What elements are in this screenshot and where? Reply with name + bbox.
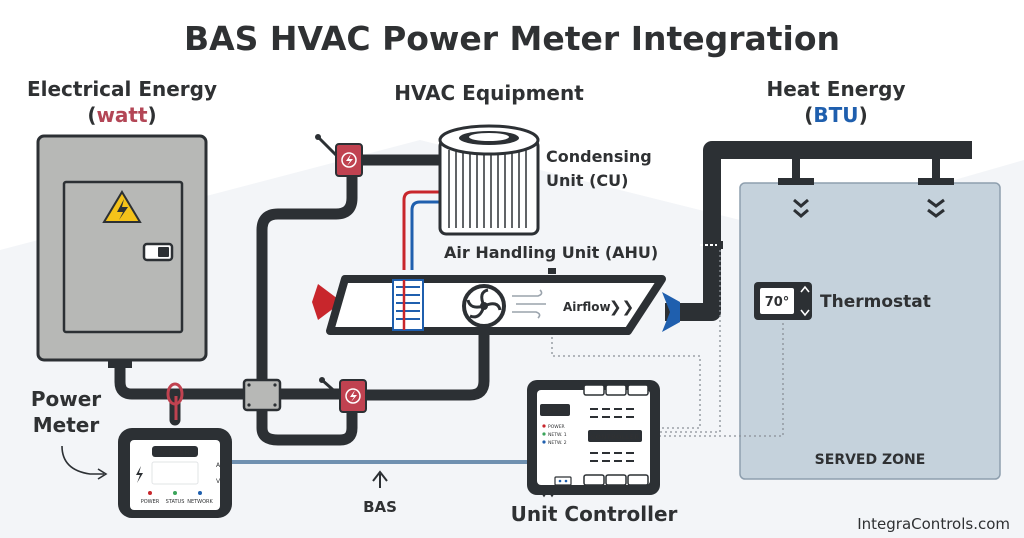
ahu-disconnect-switch [319,377,367,413]
open-paren: ( [87,103,96,127]
airflow-label: Airflow [563,300,611,314]
sensor-icon [548,268,556,274]
close-paren: ) [859,103,868,127]
led-indicator [148,491,152,495]
open-paren: ( [804,103,813,127]
meter-side-a: A [216,462,221,469]
return-arrow-icon [662,292,680,332]
served-zone-label: SERVED ZONE [815,452,926,468]
led-indicator [173,491,177,495]
condensing-unit-label-line1: Condensing [546,147,652,166]
airflow-chevrons-icon: ❯❯ [609,298,634,316]
meter-led-label: STATUS [166,499,185,505]
ahu-label: Air Handling Unit (AHU) [444,243,658,262]
brand-watermark: IntegraControls.com [857,515,1010,533]
meter-led-label: NETWORK [187,499,213,505]
electrical-energy-heading: Electrical Energy [27,77,217,101]
controller-app-label: APP. [546,407,563,415]
page-title: BAS HVAC Power Meter Integration [184,19,840,58]
thermostat: 70° [754,282,812,320]
power-bolt-icon [346,154,353,166]
close-paren: ) [148,103,157,127]
hvac-equipment-heading: HVAC Equipment [394,81,584,105]
power-bolt-icon [136,466,143,483]
meter-screen [151,461,199,485]
power-bolt-icon [350,390,357,402]
heat-energy-unit-line: (BTU) [804,103,867,127]
ceiling-diffuser [778,158,814,218]
heat-energy-heading: Heat Energy [766,77,905,101]
power-meter-label-line2: Meter [33,413,100,437]
power-meter: METER A V POWER STATUS NETWORK [118,428,232,518]
refrigerant-line-cold [410,200,440,270]
meter-led-label: POWER [141,499,160,505]
current-clamp [166,382,184,406]
bas-label: BAS [363,498,397,516]
ceiling-diffuser [918,158,954,218]
bas-arrow-icon [372,470,388,482]
heat-unit: BTU [813,103,858,127]
heat-duct [665,141,972,321]
unit-controller-title: Unit Controller [511,502,678,526]
controller-led-label: POWER [548,424,565,430]
cu-disconnect-switch [315,134,363,177]
electrical-panel [36,134,208,368]
refrigerant-line-hot [402,190,440,270]
electrical-unit: watt [96,103,148,127]
coil-icon [392,279,424,331]
supply-arrow-icon [312,284,342,320]
power-meter-label-line1: Power [31,387,101,411]
unit-controller: APP. POWER NETW. 1 NETW. 2 CONTROLLER [527,380,660,498]
power-meter-pointer-icon [97,468,108,480]
led-indicator [198,491,202,495]
controller-led-label: NETW. 2 [548,440,567,446]
electrical-energy-unit-line: (watt) [87,103,156,127]
served-zone [739,182,1001,480]
controller-module-label: CONTROLLER [591,433,639,441]
controller-led-label: NETW. 1 [548,432,567,438]
condensing-unit-label-line2: Unit (CU) [546,171,628,190]
condensing-unit [438,124,540,236]
junction-box [242,378,282,412]
air-handling-unit: Airflow ❯❯ [312,268,680,335]
meter-side-v: V [216,478,221,485]
thermostat-label: Thermostat [820,292,931,312]
thermostat-reading: 70° [765,295,790,310]
airflow-lines [512,289,546,319]
meter-display-title: METER [160,448,191,457]
